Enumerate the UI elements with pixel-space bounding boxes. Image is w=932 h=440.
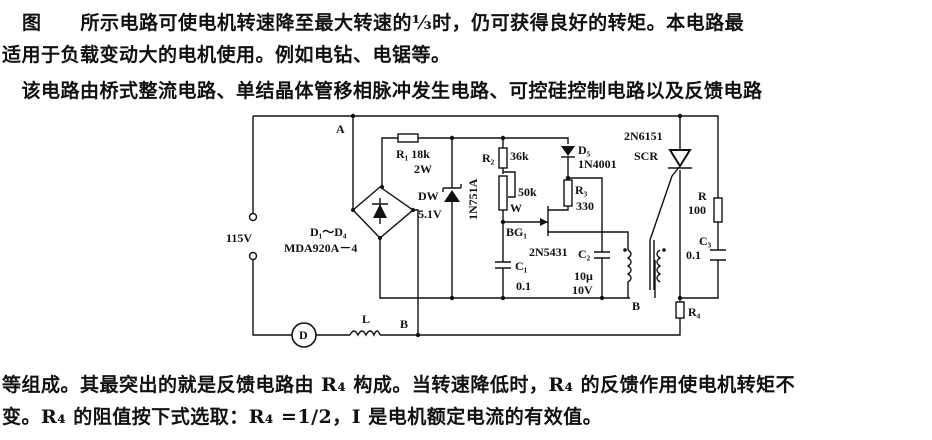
junction-dots <box>350 113 683 338</box>
paragraph-line: 该电路由桥式整流电路、单结晶体管移相脉冲发生电路、可控硅控制电路以及反馈电路 <box>2 80 763 102</box>
motor-icon <box>291 322 317 348</box>
paragraph-line: 适用于负载变动大的电机使用。例如电钻、电锯等。 <box>2 44 451 66</box>
scr-thyristor <box>668 149 692 177</box>
resistor-r <box>713 197 723 223</box>
scr-label: SCR <box>634 149 658 163</box>
ujt-bg1 <box>538 206 549 236</box>
capacitor-c3 <box>710 249 726 261</box>
resistor-r4 <box>675 301 685 319</box>
resistor-r3 <box>563 179 573 207</box>
zener-dw <box>442 184 462 202</box>
inductor-label: L <box>362 312 370 326</box>
motor-label: D <box>299 328 308 342</box>
bg1-label: BG₁ <box>506 225 527 239</box>
c1-value-label: 0.1 <box>516 279 531 293</box>
r3-value-label: 330 <box>576 199 594 213</box>
r2-value-label: 36k <box>510 149 529 163</box>
paragraph-line: 图 所示电路可使电机转速降至最大转速的⅓时，仍可获得良好的转矩。本电路最 <box>22 12 745 34</box>
c2-label: C₂ <box>578 247 591 261</box>
r-label: R <box>698 189 707 203</box>
r2-label: R₂ <box>482 151 495 165</box>
potentiometer-w <box>498 175 508 211</box>
paragraph-line: 等组成。其最突出的就是反馈电路由 R₄ 构成。当转速降低时，R₄ 的反馈作用使电… <box>2 374 796 396</box>
node-b-label: B <box>400 317 408 331</box>
c3-value-label: 0.1 <box>686 248 701 262</box>
c3-label: C₃ <box>699 234 712 248</box>
resistor-r2 <box>498 147 508 169</box>
c1-label: C₁ <box>515 259 528 273</box>
bridge-label: D₁～D₄ <box>310 225 347 239</box>
capacitor-c2 <box>594 251 610 259</box>
pot-label: W <box>510 201 522 215</box>
d5-part-label: 1N4001 <box>578 157 617 171</box>
pot-value-label: 50k <box>518 185 537 199</box>
bridge-rectifier <box>351 186 415 239</box>
pulse-transformer <box>623 240 666 298</box>
dw-part-label: 1N751A <box>466 178 480 220</box>
node-a-label: A <box>336 122 345 136</box>
supply-terminal <box>248 251 258 261</box>
supply-terminal <box>248 212 258 222</box>
diode-d5 <box>561 146 575 158</box>
bg1-part-label: 2N5431 <box>529 245 568 259</box>
c2-value-label: 10μ <box>574 269 593 283</box>
node-b-label: B <box>632 299 640 313</box>
paragraph-line: 变。R₄ 的阻值按下式选取：R₄ =1/2，I 是电机额定电流的有效值。 <box>2 406 603 428</box>
r1-label: R₁ 18k <box>396 147 430 161</box>
dw-label: DW <box>418 189 439 203</box>
r-value-label: 100 <box>688 203 706 217</box>
r4-label: R₄ <box>688 305 701 319</box>
dw-voltage-label: 5.1V <box>418 207 442 221</box>
scr-part-label: 2N6151 <box>624 129 663 143</box>
supply-label: 115V <box>226 231 252 245</box>
wires <box>252 115 719 336</box>
r3-label: R₃ <box>575 183 588 197</box>
r1-power-label: 2W <box>414 162 432 176</box>
c2-voltage-label: 10V <box>572 283 593 297</box>
bridge-part-label: MDA920A－4 <box>284 241 357 255</box>
resistor-r1 <box>397 133 419 143</box>
capacitor-c1 <box>495 261 511 269</box>
inductor-l <box>349 330 381 337</box>
d5-label: D₅ <box>578 143 591 157</box>
